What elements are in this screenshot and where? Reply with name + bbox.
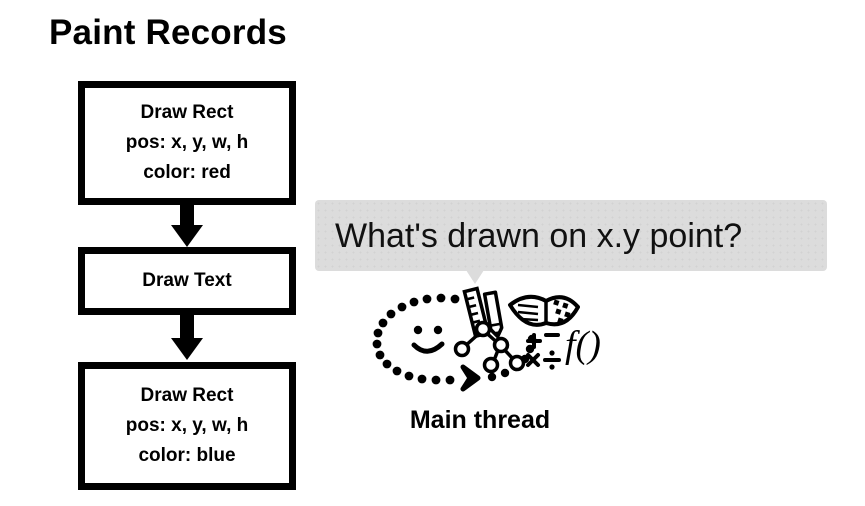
page-title: Paint Records [49,13,287,52]
loop-arrow-head-icon [460,364,481,392]
thinking-illustration: f() [360,285,600,405]
flow-arrow-down-icon [171,315,203,362]
function-notation-icon: f() [565,324,600,366]
record-line-title: Draw Rect [140,102,234,123]
flow-arrow-down-icon [171,205,203,247]
paint-record-box-draw-rect-red: Draw Rect pos: x, y, w, h color: red [78,81,296,205]
record-line-color: color: red [143,162,231,183]
arrow-shaft [180,315,194,340]
main-thread-label: Main thread [409,406,551,434]
speech-bubble-text: What's drawn on x.y point? [335,216,743,255]
arrow-head [171,338,203,360]
record-line-pos: pos: x, y, w, h [125,132,249,153]
pencil-icon [482,290,504,339]
speech-bubble-tail [466,270,484,284]
arrow-shaft [180,205,194,227]
record-line-title: Draw Text [142,270,232,291]
record-line-color: color: blue [138,445,236,466]
divide-dots-icon [549,350,555,370]
speech-bubble: What's drawn on x.y point? [315,200,827,271]
open-book-icon [508,294,580,327]
record-line-pos: pos: x, y, w, h [125,415,249,436]
math-operators-icon [526,333,561,367]
arrow-head [171,225,203,247]
node-tree-icon [453,320,526,374]
dotted-loop-arrow-icon [372,293,537,385]
paint-record-box-draw-text: Draw Text [78,247,296,315]
smiley-face-icon [411,325,445,354]
paint-record-box-draw-rect-blue: Draw Rect pos: x, y, w, h color: blue [78,362,296,490]
record-line-title: Draw Rect [140,385,234,406]
